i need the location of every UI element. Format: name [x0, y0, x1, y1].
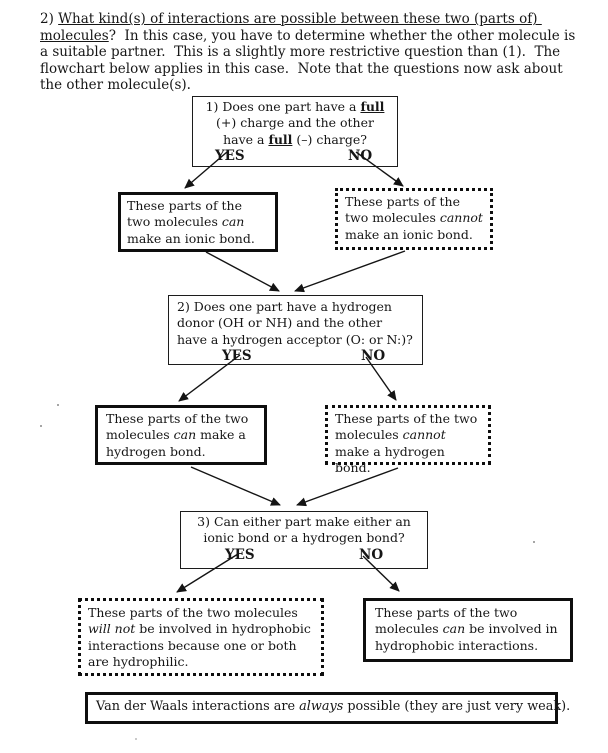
hydro-can-post: be involved in hydrophobic interactions.: [375, 621, 562, 653]
hydrophobic-not-text: These parts of the two molecules will no…: [88, 605, 314, 670]
question1-no-label: NO: [348, 147, 373, 164]
question2-text: 2) Does one part have a hydrogen donor (…: [177, 299, 413, 347]
hydro-can-pre: These parts of the two molecules: [375, 605, 522, 637]
hbond-can-pre: These parts of the two molecules: [106, 411, 253, 443]
question1-yes-no-row: YES NO: [200, 148, 390, 165]
hbond-can-post: make a hydrogen bond.: [106, 427, 250, 459]
intro-paragraph: 2) What kind(s) of interactions are poss…: [40, 11, 587, 94]
van-der-waals-box: Van der Waals interactions are always po…: [85, 692, 570, 724]
vdw-post: possible (they are just very weak).: [343, 699, 571, 714]
ionic-can-box: These parts of the two molecules can mak…: [118, 192, 278, 252]
hydro-not-emphasis: will not: [88, 621, 136, 637]
intro-body-text: ? In this case, you have to determine wh…: [40, 27, 580, 94]
ionic-can-post: make an ionic bond.: [127, 214, 255, 246]
question3-yes-label: YES: [225, 546, 255, 563]
scan-speck: [533, 541, 535, 543]
arrow-hbond-can-to-q3: [190, 466, 281, 506]
question2-box: 2) Does one part have a hydrogen donor (…: [168, 295, 423, 365]
question1-box: 1) Does one part have a full (+) charge …: [192, 96, 398, 167]
hydrogen-bond-can-text: These parts of the two molecules can mak…: [106, 411, 256, 460]
scan-speck: [40, 425, 42, 427]
ionic-cannot-pre: These parts of the two molecules: [345, 194, 464, 226]
question1-seg3: (–) charge?: [292, 131, 367, 147]
hydrogen-bond-can-box: These parts of the two molecules can mak…: [95, 405, 267, 465]
ionic-cannot-text: These parts of the two molecules cannot …: [345, 194, 483, 243]
scan-speck: [57, 404, 59, 406]
question2-yes-label: YES: [222, 347, 252, 364]
hydro-can-emphasis: can: [442, 621, 466, 637]
question3-no-label: NO: [359, 546, 384, 563]
hydrogen-bond-cannot-text: These parts of the two molecules cannot …: [335, 411, 481, 476]
hydrophobic-not-box: These parts of the two molecules will no…: [78, 598, 324, 676]
hbond-cannot-pre: These parts of the two molecules: [335, 411, 482, 443]
question3-yes-no-row: YES NO: [187, 547, 421, 564]
vdw-pre: Van der Waals interactions are: [96, 699, 300, 714]
ionic-can-pre: These parts of the two molecules: [127, 198, 246, 230]
intro-underlined-question: What kind(s) of interactions are possibl…: [40, 11, 542, 44]
question3-text: 3) Can either part make either an ionic …: [197, 514, 411, 546]
ionic-cannot-box: These parts of the two molecules cannot …: [335, 188, 493, 250]
hydrogen-bond-cannot-box: These parts of the two molecules cannot …: [325, 405, 491, 475]
question3-box: 3) Can either part make either an ionic …: [180, 511, 428, 569]
hbond-cannot-emphasis: cannot: [402, 427, 446, 443]
hydro-not-post: be involved in hydrophobic interactions …: [88, 621, 315, 669]
arrow-ionic-cannot-to-q2: [294, 250, 406, 293]
vdw-emphasis: always: [299, 699, 344, 714]
question2-yes-no-row: YES NO: [177, 348, 414, 365]
ionic-cannot-emphasis: cannot: [439, 210, 483, 226]
question1-seg2: (+) charge and the other have a: [216, 99, 389, 147]
ionic-cannot-post: make an ionic bond.: [345, 210, 487, 242]
question1-full2: full: [268, 131, 293, 147]
question1-full1: full: [360, 99, 385, 114]
intro-number: 2): [40, 11, 59, 27]
hydro-not-pre: These parts of the two molecules: [88, 605, 302, 620]
ionic-can-emphasis: can: [221, 214, 245, 230]
hbond-can-emphasis: can: [173, 427, 197, 443]
hydrophobic-can-box: These parts of the two molecules can be …: [363, 598, 573, 662]
scan-speck: [135, 738, 137, 740]
question1-seg1: 1) Does one part have a: [205, 99, 361, 114]
question1-yes-label: YES: [215, 147, 245, 164]
question1-text: 1) Does one part have a full (+) charge …: [200, 99, 390, 148]
hydrophobic-can-text: These parts of the two molecules can be …: [375, 605, 561, 654]
arrow-ionic-can-to-q2: [205, 251, 280, 292]
question2-no-label: NO: [361, 347, 386, 364]
ionic-can-text: These parts of the two molecules can mak…: [127, 198, 269, 247]
